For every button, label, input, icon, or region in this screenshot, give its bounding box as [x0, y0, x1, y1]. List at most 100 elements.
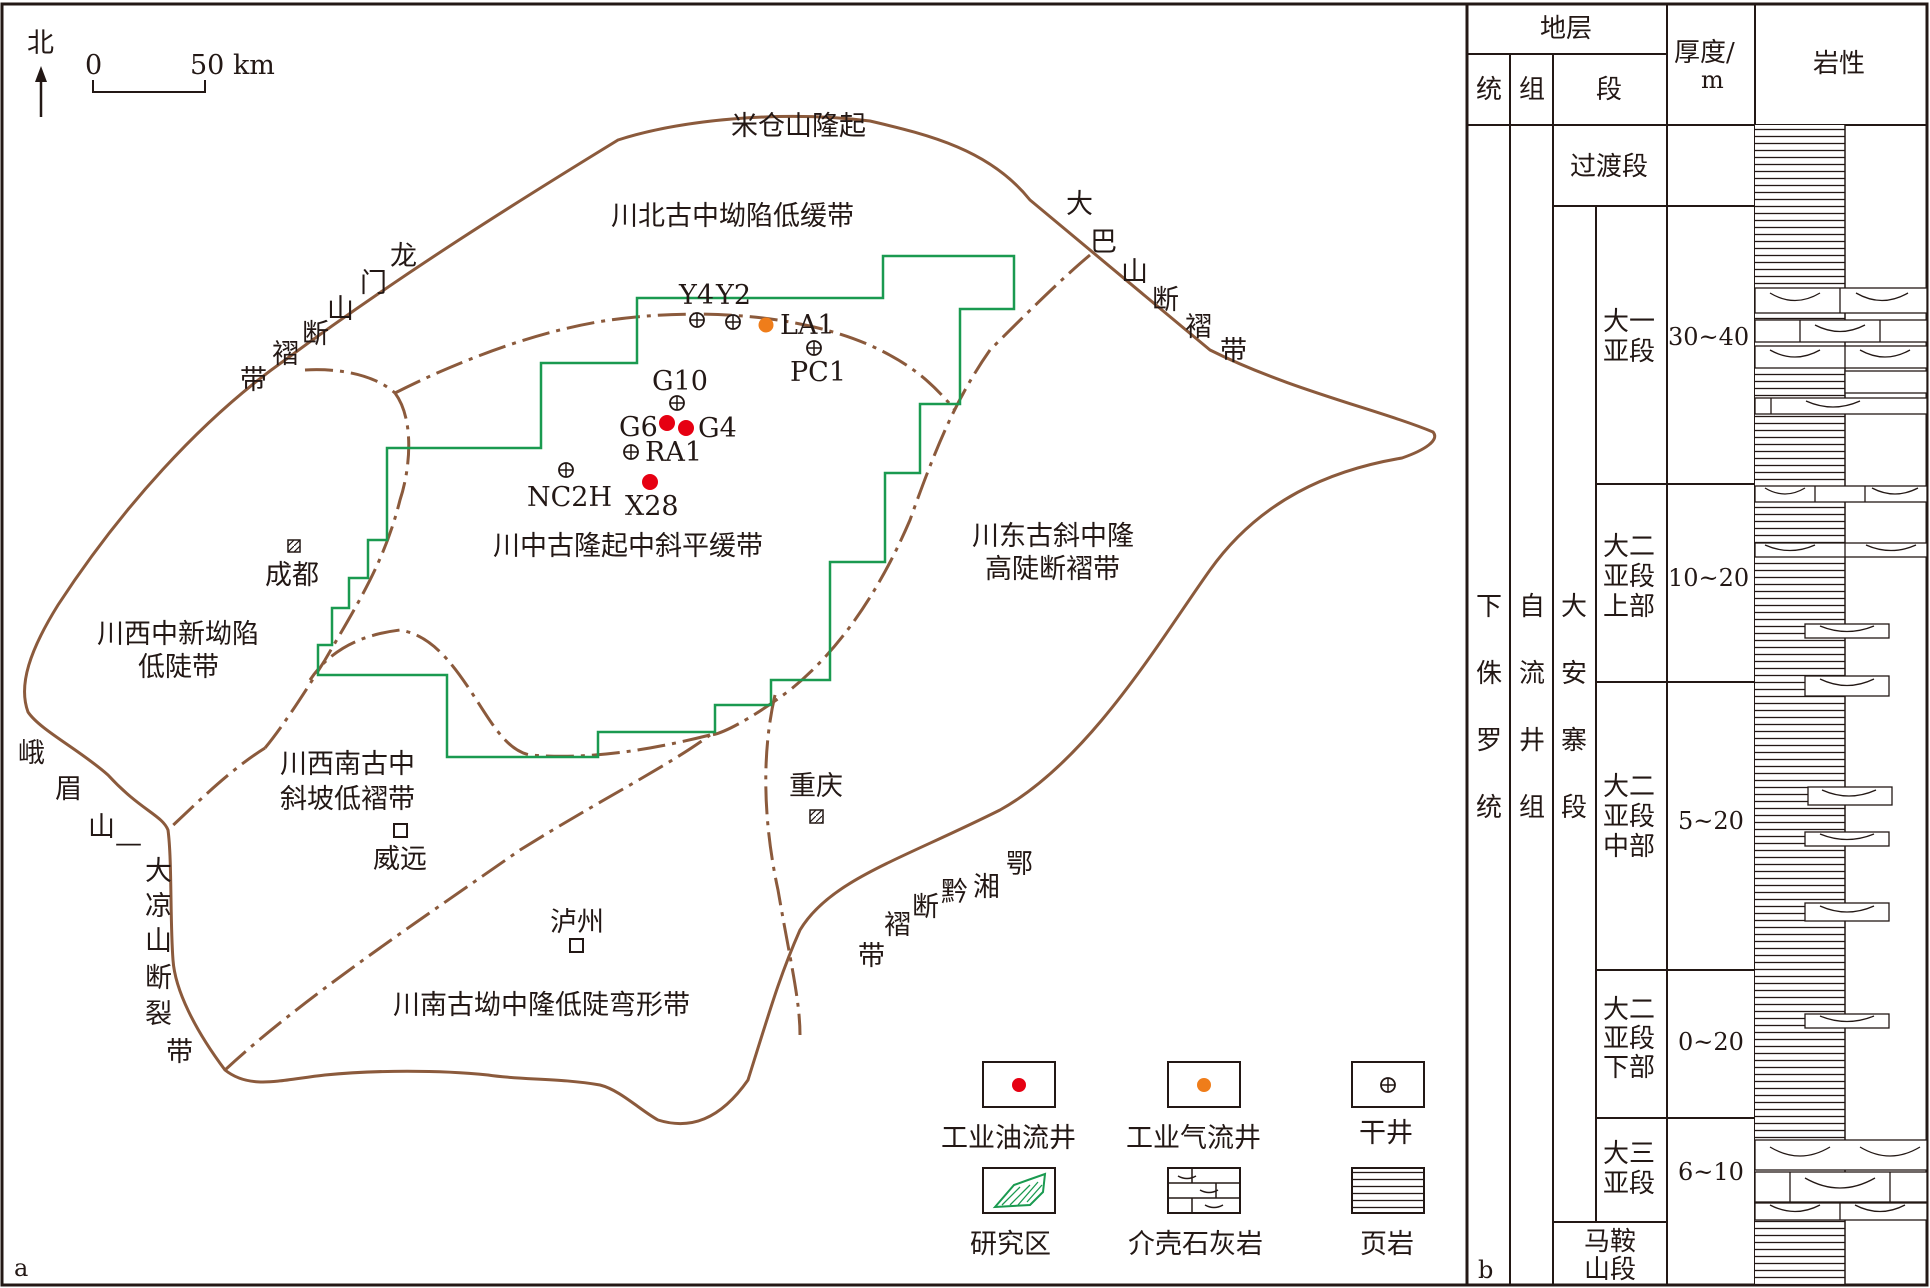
dry-well-cross	[624, 445, 638, 459]
label-micangshan: 米仓山隆起	[731, 111, 866, 142]
belt-emeishan-char: 带	[166, 1037, 193, 1068]
well-label: G4	[698, 413, 737, 444]
belt-dabashan-char: 带	[1220, 336, 1247, 367]
well-label: PC1	[790, 357, 846, 388]
member-name: 大 安 寨 段	[1561, 592, 1587, 823]
legend-dry-well: 干井	[1351, 1061, 1425, 1149]
formation-char: 流	[1519, 659, 1545, 689]
belt-dabashan: 大 巴 山 断 褶 带	[1066, 189, 1247, 367]
submember-label: 大二	[1603, 532, 1655, 562]
scale-max: 50 km	[190, 50, 275, 81]
limestone-layer	[1754, 485, 1928, 503]
submember-thickness: 5~20	[1678, 807, 1744, 835]
belt-dabashan-char: 山	[1121, 257, 1148, 288]
legend-gas-well-label: 工业气流井	[1126, 1123, 1261, 1154]
dry-well-cross	[1381, 1078, 1395, 1092]
belt-exiangqian-char: 褶	[884, 910, 911, 941]
city-major-icon	[287, 539, 301, 553]
belt-longmenshan-char: 褶	[272, 339, 299, 370]
bottom-member-line1: 马鞍	[1584, 1227, 1636, 1257]
belt-exiangqian-char: 断	[912, 892, 939, 923]
shell-limestone-icon	[1168, 1168, 1240, 1213]
well-label: X28	[625, 491, 679, 522]
north-arrow-head-icon	[35, 66, 47, 82]
submember-label: 亚段	[1603, 1024, 1655, 1054]
label-chuandong-1: 川东古斜中隆	[972, 521, 1134, 552]
submember-thickness: 10~20	[1668, 564, 1749, 592]
limestone-beds-da2-lower	[1804, 1013, 1890, 1029]
header-lithology: 岩性	[1813, 49, 1865, 79]
scale-bar: 0 50 km	[85, 50, 275, 93]
study-area-outline	[316, 254, 1016, 759]
member-char: 段	[1561, 793, 1587, 823]
boundary-chuannan-east	[764, 694, 802, 1036]
well-label: LA1	[780, 310, 835, 341]
city-chengdu-label: 成都	[265, 560, 319, 591]
system-name: 下 侏 罗 统	[1476, 592, 1502, 823]
city-minor-icon	[569, 938, 584, 953]
label-chuanxi-2: 低陡带	[138, 652, 219, 683]
submember-label: 上部	[1603, 592, 1655, 622]
limestone-beds-da2-middle	[1804, 786, 1893, 922]
well-y4: Y4	[678, 280, 714, 328]
legend-dry-well-label: 干井	[1359, 1118, 1413, 1149]
city-major-icon	[809, 809, 824, 824]
city-chongqing: 重庆	[789, 771, 843, 824]
well-label: RA1	[645, 437, 702, 468]
legend-gas-well: 工业气流井	[1126, 1061, 1261, 1154]
belt-exiangqian-char: 带	[858, 941, 885, 972]
submember-label: 亚段	[1603, 802, 1655, 832]
header-strata: 地层	[1540, 14, 1592, 44]
transition-member: 过渡段	[1570, 152, 1648, 182]
submember-label: 中部	[1603, 832, 1655, 862]
header-formation: 组	[1519, 75, 1545, 105]
dry-well-cross	[690, 313, 704, 327]
basin-outline	[23, 114, 1437, 1126]
city-chengdu: 成都	[265, 539, 319, 591]
dry-well-cross	[807, 341, 821, 355]
belt-longmenshan-char: 断	[302, 319, 329, 350]
north-label: 北	[27, 28, 54, 59]
formation-char: 自	[1519, 592, 1545, 622]
label-chuanbei: 川北古中坳陷低缓带	[611, 201, 854, 232]
study-area-icon	[992, 1172, 1047, 1209]
gas-well-icon	[758, 317, 774, 333]
belt-emeishan-char: 山	[145, 926, 172, 957]
belt-emeishan-char: 峨	[18, 738, 45, 769]
belt-exiangqian: 鄂 湘 黔 断 褶 带	[858, 849, 1033, 972]
submember-label: 大二	[1603, 772, 1655, 802]
submember-label: 亚段	[1603, 1169, 1655, 1199]
city-chongqing-label: 重庆	[789, 771, 843, 802]
belt-emeishan-char: 裂	[145, 999, 172, 1030]
tectonic-boundaries	[166, 253, 1091, 1072]
header-thickness-unit: m	[1701, 66, 1724, 94]
label-chuanzhong: 川中古隆起中斜平缓带	[493, 531, 763, 562]
well-label: NC2H	[527, 482, 612, 513]
submember-label: 大一	[1603, 307, 1655, 337]
belt-exiangqian-char: 鄂	[1006, 849, 1033, 880]
belt-emeishan-char: —	[115, 828, 142, 859]
well-label: G10	[652, 366, 708, 397]
header-system: 统	[1476, 75, 1502, 105]
legend: 工业油流井 工业气流井 干井 研究区 介壳石	[941, 1061, 1425, 1260]
submember-thickness: 6~10	[1678, 1158, 1744, 1186]
belt-longmenshan: 龙 门 山 断 褶 带	[240, 241, 417, 396]
well-g4: G4	[678, 413, 737, 444]
limestone-layer	[1844, 370, 1928, 394]
belt-dabashan-char: 褶	[1185, 312, 1212, 343]
belt-exiangqian-char: 湘	[973, 872, 1000, 903]
well-nc2h: NC2H	[527, 462, 612, 513]
belt-longmenshan-char: 山	[327, 294, 354, 325]
city-luzhou: 泸州	[550, 907, 604, 953]
formation-char: 组	[1519, 793, 1545, 823]
bottom-member-line2: 山段	[1584, 1255, 1636, 1285]
well-y2: Y2	[715, 280, 751, 330]
well-label: Y2	[715, 280, 751, 311]
boundary-chuanzhong-north	[394, 312, 957, 411]
column-grid	[1467, 4, 1927, 1285]
well-g10: G10	[652, 366, 708, 411]
well-label: Y4	[678, 280, 714, 311]
panel-a-letter: a	[14, 1254, 28, 1282]
